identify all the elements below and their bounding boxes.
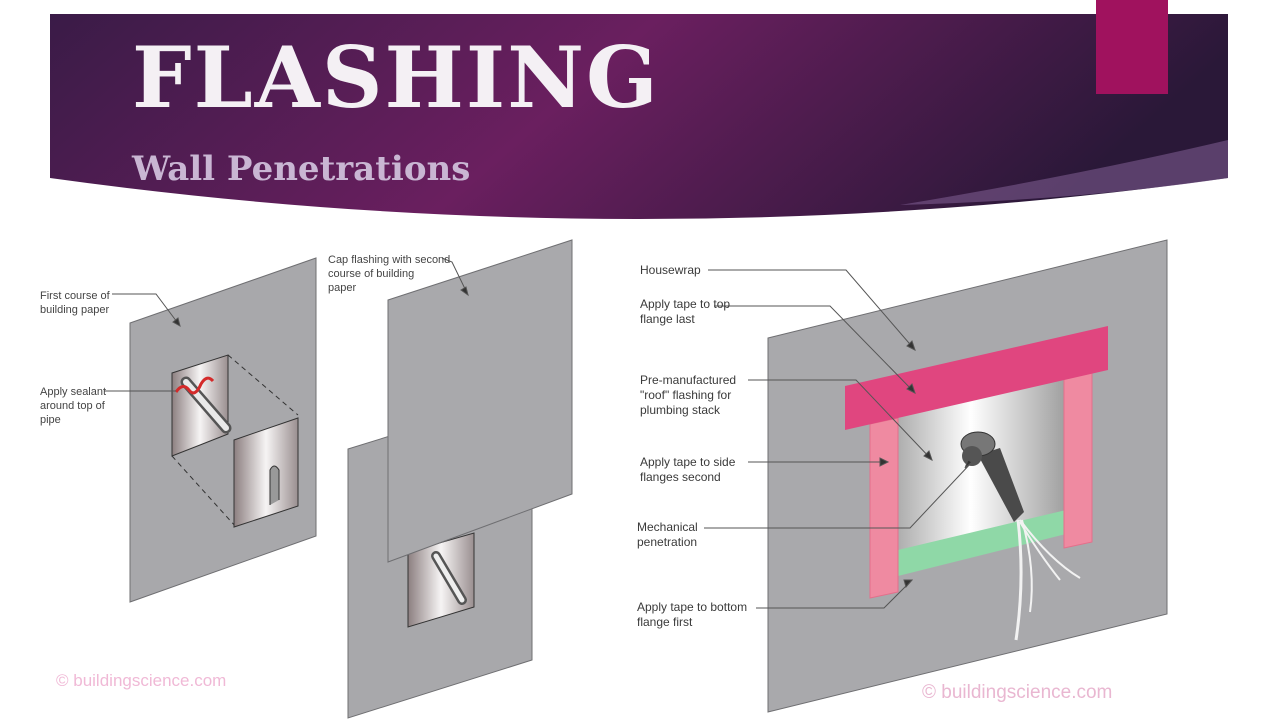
- title-banner: [50, 14, 1228, 219]
- slide-subtitle: Wall Penetrations: [132, 149, 471, 189]
- label-roof-flashing: Pre-manufactured "roof" flashing for plu…: [640, 373, 737, 417]
- label-tape-top: Apply tape to top flange last: [640, 297, 731, 326]
- label-tape-side: Apply tape to side flanges second: [640, 455, 736, 484]
- side-tape-right: [1063, 365, 1093, 549]
- right-leader-lines: [704, 269, 973, 609]
- left-leader-lines: [104, 257, 469, 392]
- label-tape-bottom: Apply tape to bottom flange first: [637, 600, 748, 629]
- cap-flashing-panels: [347, 239, 573, 719]
- banner-swoosh: [900, 140, 1228, 205]
- banner-background: [50, 14, 1228, 219]
- plumbing-stack: [960, 431, 1081, 641]
- sealant-bead: [174, 376, 215, 395]
- label-housewrap: Housewrap: [640, 263, 701, 277]
- label-cap-flashing: Cap flashing with second course of build…: [328, 254, 451, 294]
- label-apply-sealant: Apply sealant around top of pipe: [40, 386, 107, 426]
- pipe-opening-lower: [407, 532, 475, 628]
- accent-tab: [1096, 0, 1168, 94]
- label-first-course: First course of building paper: [40, 290, 110, 316]
- slide-title: FLASHING: [132, 28, 660, 127]
- top-tape: [845, 326, 1108, 430]
- flashing-boot: [233, 417, 299, 528]
- credit-right: © buildingscience.com: [922, 682, 1113, 703]
- credit-left: © buildingscience.com: [56, 671, 227, 690]
- side-tape-left: [869, 417, 899, 599]
- first-course-panel: [129, 257, 317, 603]
- label-mechanical-penetration: Mechanical penetration: [637, 520, 698, 549]
